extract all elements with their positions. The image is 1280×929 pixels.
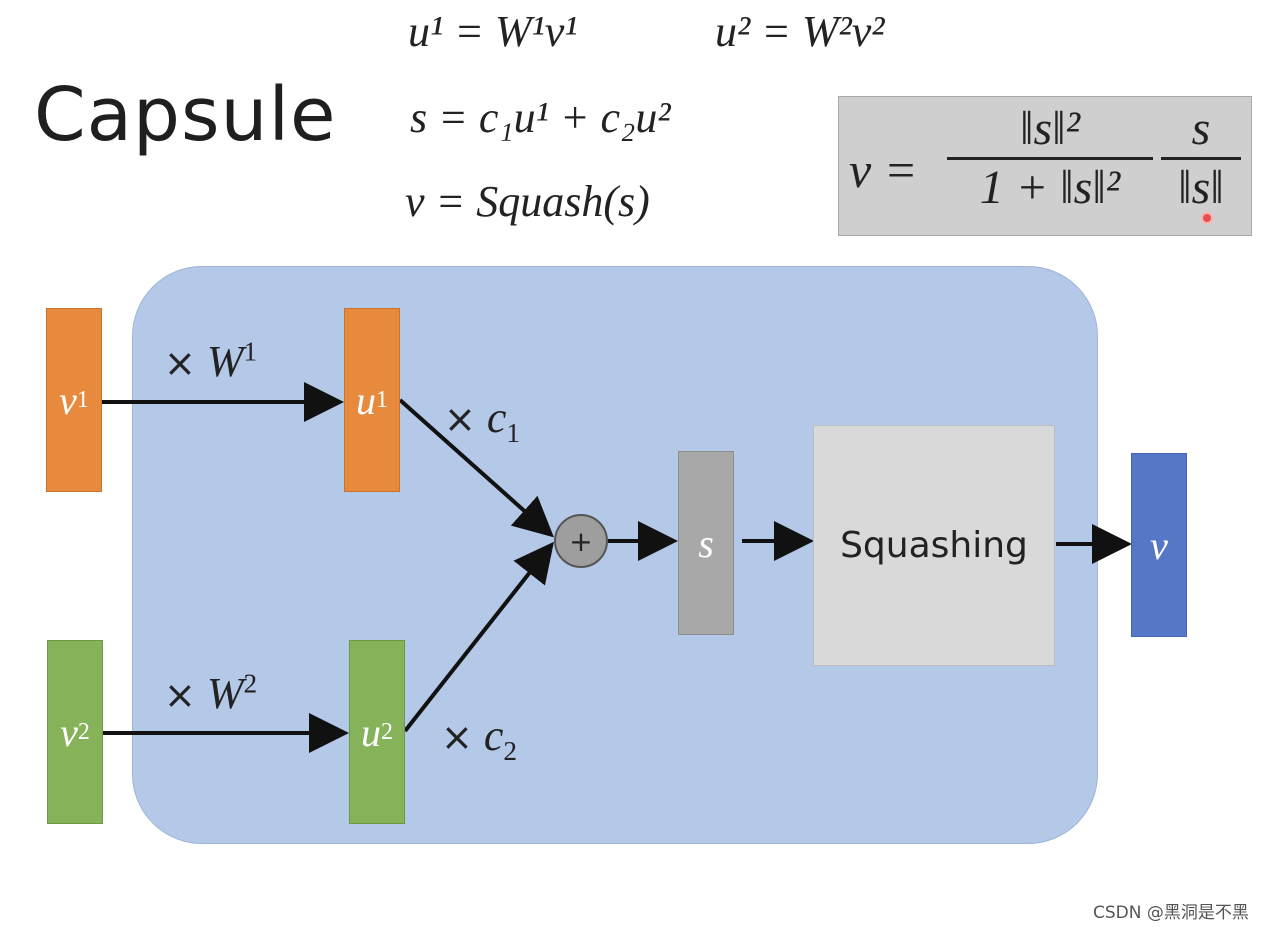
equation-u1: u¹ = W¹v¹ (408, 7, 578, 56)
squashing-block: Squashing (813, 425, 1055, 666)
w2-text: W (206, 669, 244, 718)
coupling-c2-label: × c2 (441, 710, 517, 767)
v1-superscript: 1 (76, 386, 89, 413)
unit-fraction: s ‖s‖ (1161, 103, 1241, 214)
watermark: CSDN @黑洞是不黑 (1093, 903, 1249, 923)
formula-lhs: v = (849, 142, 918, 198)
output-vector-v: v (1131, 453, 1187, 637)
v1-label: v (59, 377, 77, 423)
fraction-bar (1161, 157, 1241, 160)
u1-label: u (356, 377, 376, 423)
weight-w1-label: × W1 (164, 336, 257, 387)
equation-v: v = Squash(s) (405, 177, 650, 226)
fraction-bar (947, 157, 1153, 160)
norm-fraction-denominator: 1 + ‖s‖² (979, 161, 1121, 214)
times-symbol: × (164, 673, 196, 717)
pointer-cursor-icon (1201, 212, 1213, 224)
sum-vector-s: s (678, 451, 734, 635)
v-output-label: v (1150, 522, 1168, 568)
times-symbol: × (441, 715, 473, 759)
c1-subscript: 1 (506, 417, 521, 448)
u2-label: u (361, 709, 381, 755)
v2-label: v (60, 709, 78, 755)
c2-subscript: 2 (503, 735, 518, 766)
times-symbol: × (444, 397, 476, 441)
squash-formula-box: v = ‖s‖² 1 + ‖s‖² s ‖s‖ (838, 96, 1252, 236)
times-symbol: × (164, 341, 196, 385)
norm-fraction-numerator: ‖s‖² (1019, 102, 1081, 155)
c2-text: c (483, 711, 504, 760)
weight-w2-label: × W2 (164, 668, 257, 719)
norm-fraction: ‖s‖² 1 + ‖s‖² (947, 103, 1153, 214)
coupling-c1-label: × c1 (444, 392, 520, 449)
u2-superscript: 2 (381, 718, 393, 745)
unit-fraction-denominator: ‖s‖ (1178, 161, 1224, 214)
sum-node-icon: + (554, 514, 608, 568)
unit-fraction-numerator: s (1191, 102, 1211, 155)
w1-text: W (206, 337, 244, 386)
slide-title: Capsule (34, 72, 337, 158)
equation-u2: u² = W²v² (715, 7, 885, 56)
v2-superscript: 2 (77, 718, 90, 745)
u1-superscript: 1 (376, 386, 388, 413)
w1-superscript: 1 (243, 336, 258, 367)
equation-s: s = c₁u¹ + c₂u² (410, 93, 671, 142)
w2-superscript: 2 (243, 668, 258, 699)
c1-text: c (486, 393, 507, 442)
s-label: s (698, 520, 714, 566)
